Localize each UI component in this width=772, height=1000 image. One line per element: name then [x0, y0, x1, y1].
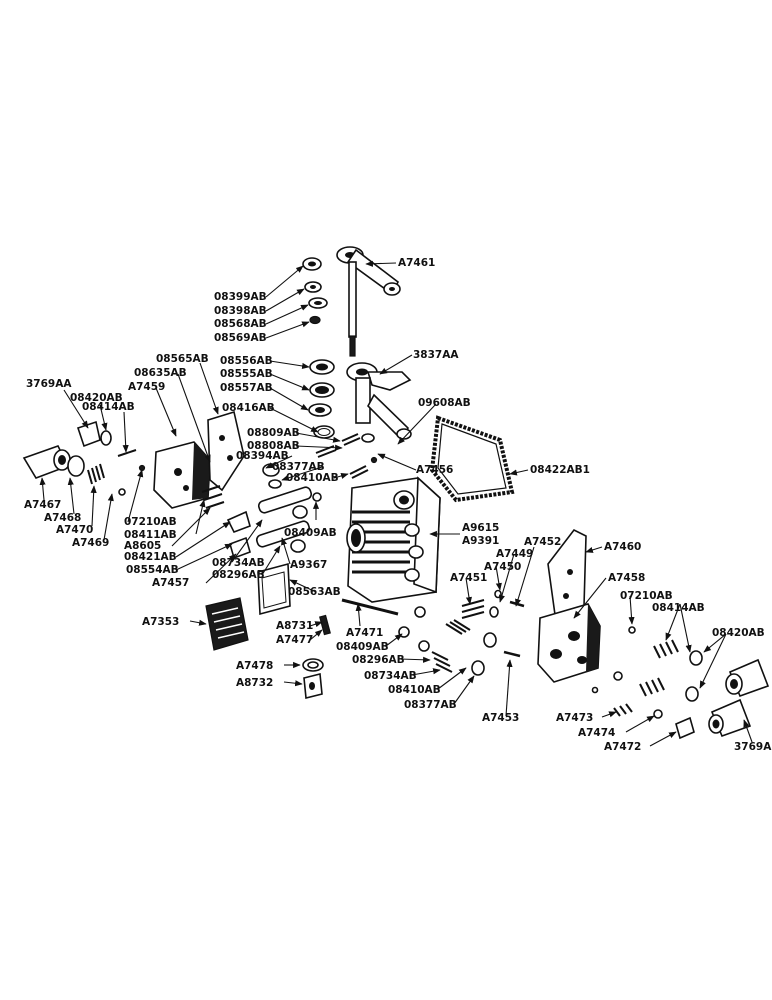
label-a7452: A7452 — [524, 536, 561, 548]
label-08399ab: 08399AB — [214, 291, 267, 303]
label-a7472: A7472 — [604, 741, 641, 753]
label-08411ab: 08411AB — [124, 529, 177, 541]
label-a7470: A7470 — [56, 524, 93, 536]
label-a7451: A7451 — [450, 572, 487, 584]
label-08410ab-lower: 08410AB — [388, 684, 441, 696]
washer-stack-upper — [302, 257, 328, 325]
leader-lines — [39, 260, 753, 747]
label-08420ab-right: 08420AB — [712, 627, 765, 639]
label-08809ab: 08809AB — [247, 427, 300, 439]
cover-a7353 — [205, 597, 249, 651]
label-08394ab: 08394AB — [236, 450, 289, 462]
small-parts-lower-left — [302, 614, 331, 700]
label-08409ab-upper: 08409AB — [284, 527, 337, 539]
pump-body-a9615 — [346, 476, 441, 603]
seal-stack — [308, 359, 335, 439]
label-07210ab-right: 07210AB — [620, 590, 673, 602]
label-a7450: A7450 — [484, 561, 521, 573]
label-08398ab: 08398AB — [214, 305, 267, 317]
plate-08563ab — [257, 562, 291, 616]
label-08416ab: 08416AB — [222, 402, 275, 414]
label-08414ab-right: 08414AB — [652, 602, 705, 614]
gasket-08422ab1 — [429, 415, 515, 503]
small-parts-right — [591, 626, 703, 740]
label-3837aa: 3837AA — [413, 349, 459, 361]
label-a9367: A9367 — [290, 559, 327, 571]
label-3769aa-left: 3769AA — [26, 378, 72, 390]
label-08414ab-left: 08414AB — [82, 401, 135, 413]
bell-crank-3837aa — [346, 362, 412, 442]
cover-plate-a7459 — [153, 410, 245, 509]
label-08296ab-upper: 08296AB — [212, 569, 265, 581]
label-08422ab1: 08422AB1 — [530, 464, 590, 476]
label-08554ab: 08554AB — [126, 564, 179, 576]
label-a7471: A7471 — [346, 627, 383, 639]
label-a8732: A8732 — [236, 677, 273, 689]
label-08421ab: 08421AB — [124, 551, 177, 563]
lever-arm-a7461 — [336, 246, 401, 357]
parts-drawings — [22, 246, 770, 740]
label-a7457: A7457 — [152, 577, 189, 589]
rod-a7471 — [341, 598, 399, 616]
label-a7478: A7478 — [236, 660, 273, 672]
valve-spools-upper — [201, 485, 313, 560]
label-07210ab-left: 07210AB — [124, 516, 177, 528]
label-08565ab: 08565AB — [156, 353, 209, 365]
label-a7461: A7461 — [398, 257, 435, 269]
label-08377ab-upper: 08377AB — [272, 461, 325, 473]
label-a7458: A7458 — [608, 572, 645, 584]
pump-cover-a7460 — [537, 528, 601, 683]
label-08635ab: 08635AB — [134, 367, 187, 379]
label-08557ab: 08557AB — [220, 382, 273, 394]
label-08409ab-lower: 08409AB — [336, 641, 389, 653]
part-labels: A7461 08399AB 08398AB 08568AB 08569AB 38… — [24, 257, 772, 753]
label-a7460: A7460 — [604, 541, 641, 553]
label-a8731: A8731 — [276, 620, 313, 632]
label-08420ab-left: 08420AB — [70, 392, 123, 404]
label-a7469: A7469 — [72, 537, 109, 549]
label-09608ab: 09608AB — [418, 397, 471, 409]
label-a7467: A7467 — [24, 499, 61, 511]
label-a9391: A9391 — [462, 535, 499, 547]
label-08563ab: 08563AB — [288, 586, 341, 598]
label-08734ab-lower: 08734AB — [364, 670, 417, 682]
label-08568ab: 08568AB — [214, 318, 267, 330]
label-08555ab: 08555AB — [220, 368, 273, 380]
label-a7468: A7468 — [44, 512, 81, 524]
label-a9615: A9615 — [462, 522, 499, 534]
label-a8605: A8605 — [124, 540, 161, 552]
label-a7477: A7477 — [276, 634, 313, 646]
label-08556ab: 08556AB — [220, 355, 273, 367]
label-08410ab-upper: 08410AB — [286, 472, 339, 484]
label-a7453: A7453 — [482, 712, 519, 724]
label-a7353: A7353 — [142, 616, 179, 628]
label-a7459: A7459 — [128, 381, 165, 393]
small-parts-lower-middle — [398, 589, 525, 676]
label-08377ab-lower: 08377AB — [404, 699, 457, 711]
label-a7473: A7473 — [556, 712, 593, 724]
label-08569ab: 08569AB — [214, 332, 267, 344]
label-a7456: A7456 — [416, 464, 453, 476]
label-08734ab-upper: 08734AB — [212, 557, 265, 569]
right-fittings — [708, 658, 770, 738]
label-a7449: A7449 — [496, 548, 533, 560]
label-3769aa-right: 3769A — [734, 741, 772, 753]
label-08808ab: 08808AB — [247, 440, 300, 452]
label-08296ab-lower: 08296AB — [352, 654, 405, 666]
label-a7474: A7474 — [578, 727, 615, 739]
